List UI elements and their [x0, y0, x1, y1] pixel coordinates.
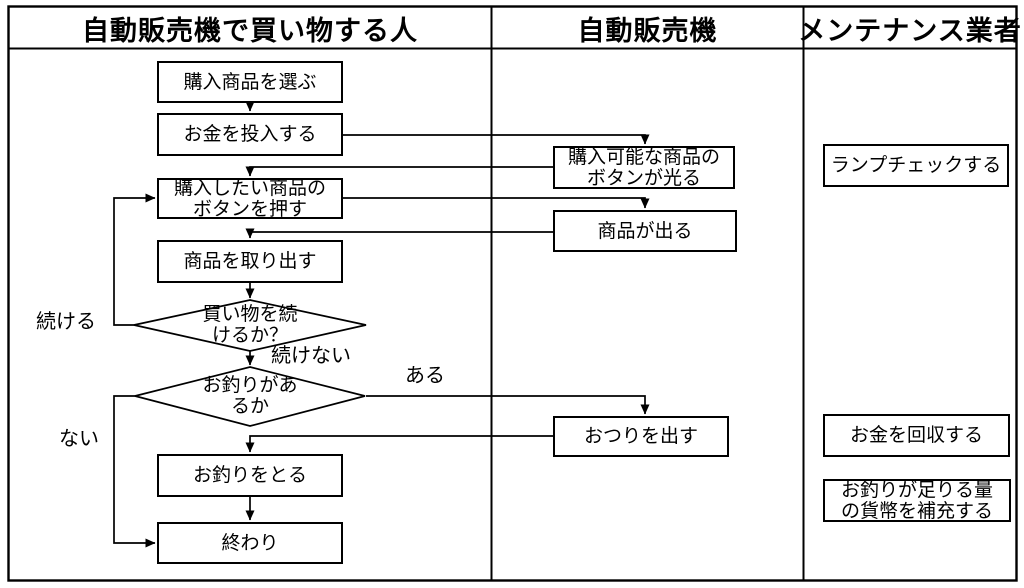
lane-title-maintenance: メンテナンス業者 [798, 15, 1022, 46]
node-product-dispensed: 商品が出る [553, 210, 737, 252]
node-select-product: 購入商品を選ぶ [157, 61, 343, 103]
edge-label-not-continue: 続けない [271, 345, 351, 367]
connector-dispense-to-takeout [245, 228, 553, 239]
connector-decision2-to-dispensechange [366, 395, 650, 415]
node-dispense-change: おつりを出す [553, 416, 729, 457]
node-insert-money: お金を投入する [157, 113, 343, 156]
decision-change-exists-shape [134, 366, 366, 427]
edge-label-has-change: ある [405, 365, 445, 387]
connector-loop-continue [113, 193, 156, 326]
edge-label-continue: 続ける [36, 311, 96, 333]
edge-label-no-change: ない [59, 428, 99, 450]
lane-title-vending-machine: 自動販売機 [577, 15, 718, 46]
node-take-product: 商品を取り出す [157, 240, 343, 283]
connector-light-to-press [245, 166, 553, 177]
connector-nochange-to-end [113, 395, 156, 548]
diagram-frame [7, 5, 1018, 582]
node-refill-change: お釣りが足りる量 の貨幣を補充する [823, 479, 1011, 522]
decision-continue-shopping-shape [133, 299, 367, 352]
node-take-change: お釣りをとる [157, 454, 343, 497]
node-buttons-light: 購入可能な商品の ボタンが光る [553, 146, 735, 189]
connector-press-to-dispense [343, 197, 650, 209]
node-lamp-check: ランプチェックする [823, 144, 1009, 187]
node-end: 終わり [157, 522, 343, 564]
connector-dispensechange-to-takechange [245, 435, 553, 453]
node-collect-money: お金を回収する [823, 414, 1010, 457]
lane-title-customer: 自動販売機で買い物する人 [82, 15, 418, 46]
node-press-button: 購入したい商品の ボタンを押す [157, 178, 343, 220]
connector-insert-to-light [343, 134, 650, 145]
